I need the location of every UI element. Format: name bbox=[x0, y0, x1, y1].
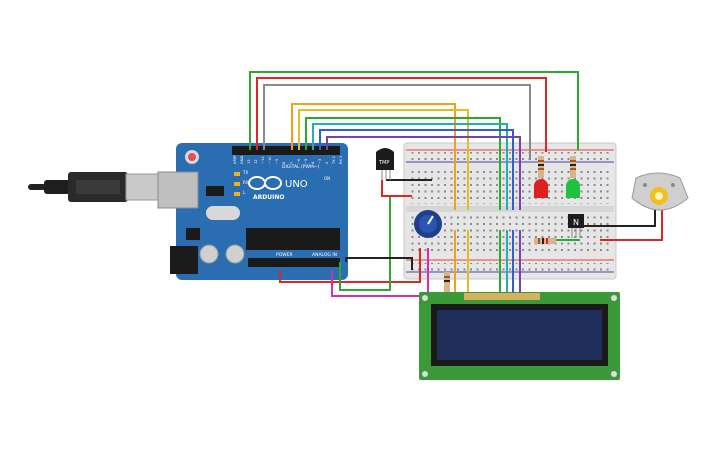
power-analog-header bbox=[248, 258, 340, 267]
usb-cable bbox=[28, 172, 161, 202]
transistor-label: N bbox=[573, 218, 579, 227]
arduino-board: UNO ARDUINO DIGITAL (PWM~) POWER ANALOG … bbox=[157, 143, 348, 280]
tx-label: TX bbox=[242, 170, 248, 175]
pin-9-label: ~9 bbox=[275, 158, 279, 164]
pin-7-label: 7 bbox=[290, 162, 294, 164]
wire-yellow bbox=[298, 109, 469, 210]
wires bbox=[249, 71, 663, 297]
wire-red-top bbox=[256, 77, 547, 152]
lcd-pin-header bbox=[464, 293, 540, 300]
temperature-sensor: TMP bbox=[376, 148, 394, 180]
arduino-logo-icon bbox=[248, 176, 282, 190]
brand-label: ARDUINO bbox=[253, 194, 284, 201]
wire-sensor-out bbox=[339, 195, 410, 291]
power-jack bbox=[170, 246, 198, 274]
pin-13-label: 13 bbox=[247, 159, 251, 164]
digital-header bbox=[232, 146, 340, 155]
crystal bbox=[206, 206, 240, 220]
wire-green-2 bbox=[305, 117, 501, 210]
pin-5-label: ~5 bbox=[304, 159, 308, 164]
analog-label: ANALOG IN bbox=[312, 252, 337, 258]
wire-purple bbox=[326, 136, 521, 210]
usb-port bbox=[157, 171, 199, 209]
sensor-label: TMP bbox=[378, 160, 389, 166]
red-led bbox=[534, 179, 548, 198]
gnd-pin-label: GND bbox=[240, 156, 244, 164]
capacitor-2 bbox=[225, 244, 245, 264]
pin-10-label: ~10 bbox=[268, 156, 272, 164]
lcd-screen bbox=[437, 310, 602, 360]
digital-label: DIGITAL (PWM~) bbox=[282, 164, 320, 170]
dc-motor bbox=[631, 172, 689, 211]
wire-teal bbox=[312, 123, 508, 210]
transistor: N bbox=[568, 214, 584, 238]
resistor-red-led bbox=[538, 156, 544, 178]
pin-6-label: ~6 bbox=[297, 158, 301, 164]
aref-pin-label: AREF bbox=[233, 155, 237, 164]
model-label: UNO bbox=[285, 179, 308, 190]
pin-11-label: ~11 bbox=[261, 156, 265, 164]
pin-12-label: 12 bbox=[254, 159, 258, 164]
resistor-transistor bbox=[534, 238, 556, 244]
wire-green-top bbox=[249, 71, 579, 150]
l-label: L bbox=[243, 190, 246, 195]
pin-3-label: ~3 bbox=[318, 159, 322, 164]
wire-gray-top bbox=[263, 84, 531, 160]
wire-blue bbox=[319, 129, 514, 210]
potentiometer[interactable] bbox=[414, 210, 442, 238]
capacitor-1 bbox=[199, 244, 219, 264]
resistor-green-led bbox=[570, 156, 576, 178]
wire-5v bbox=[279, 248, 421, 283]
power-label: POWER bbox=[276, 252, 293, 258]
on-label: ON bbox=[324, 176, 330, 181]
breadboard-trench bbox=[406, 206, 614, 212]
wire-orange bbox=[291, 103, 456, 210]
wire-motor-red bbox=[600, 210, 663, 241]
wire-magenta bbox=[331, 248, 429, 297]
wire-gnd bbox=[345, 257, 413, 270]
wire-motor-black bbox=[578, 210, 656, 227]
green-led bbox=[566, 179, 580, 198]
lcd-display bbox=[419, 292, 620, 380]
resistor-lcd bbox=[444, 272, 450, 292]
pin-2-label: 2 bbox=[325, 162, 329, 164]
pin-4-label: 4 bbox=[311, 161, 315, 164]
pin-1-label: TX 1 bbox=[332, 156, 336, 165]
breadboard bbox=[403, 142, 617, 280]
rx-label: RX bbox=[243, 180, 249, 185]
pin-8-label: 8 bbox=[282, 161, 286, 164]
pin-0-label: RX 0 bbox=[339, 155, 343, 164]
atmega-chip bbox=[246, 228, 340, 250]
